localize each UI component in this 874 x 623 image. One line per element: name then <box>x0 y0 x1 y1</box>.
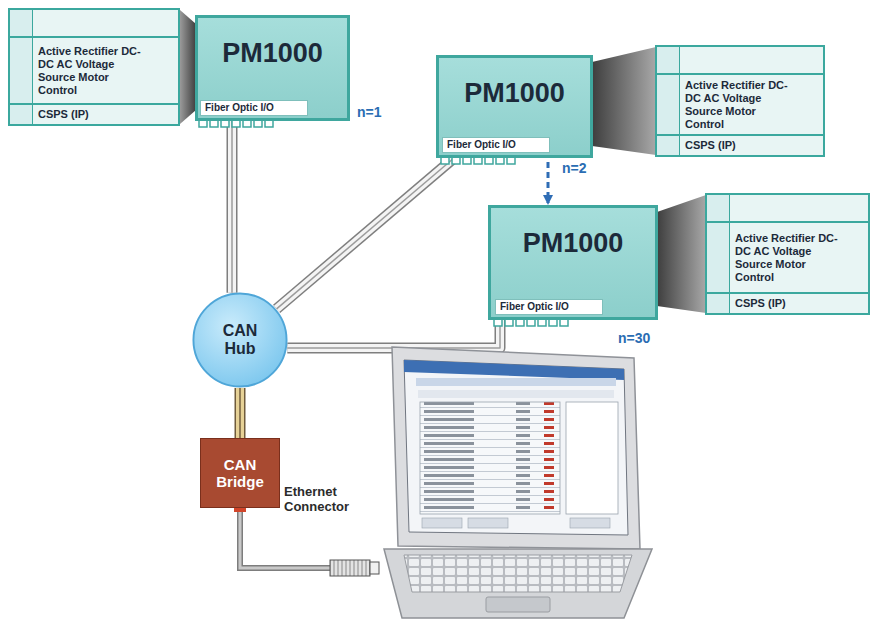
panel-row: CSPS (IP) <box>657 134 823 155</box>
module-name: PM1000 <box>491 208 655 259</box>
cable-stroke <box>236 388 244 438</box>
panel-text: CSPS (IP) <box>685 139 817 152</box>
cable-stroke <box>277 158 454 309</box>
node-label: CAN Hub <box>208 322 272 358</box>
laptop <box>384 347 652 618</box>
fiber-cable <box>287 320 500 348</box>
unit-index: n=1 <box>357 104 382 120</box>
panel-row: Active Rectifier DC-DC AC Voltage Source… <box>657 75 823 134</box>
fiber-io-label: Fiber Optic I/O <box>442 137 550 153</box>
fiber-cable <box>277 158 454 309</box>
panel-text: Active Rectifier DC-DC AC Voltage Source… <box>735 232 847 284</box>
panel-header-row <box>10 10 178 38</box>
panel-row: Active Rectifier DC-DC AC Voltage Source… <box>707 223 868 292</box>
cable-stroke <box>287 320 500 348</box>
function-panel: Active Rectifier DC-DC AC Voltage Source… <box>8 8 180 126</box>
cable-stroke <box>228 121 236 293</box>
dashed-arrow <box>548 162 549 203</box>
panel-row: CSPS (IP) <box>707 292 868 313</box>
connector-label: Ethernet Connector <box>284 484 362 514</box>
unit-index: n=2 <box>562 160 587 176</box>
ethernet-plug-tip <box>370 562 379 574</box>
pm1000-module: PM1000Fiber Optic I/O <box>195 15 350 121</box>
cable-stroke <box>287 320 500 348</box>
cable-stroke <box>235 388 246 438</box>
panel-header-row <box>657 47 823 75</box>
projection <box>657 195 706 313</box>
cable-stroke <box>227 121 238 293</box>
projection <box>592 47 656 155</box>
unit-index: n=30 <box>618 330 650 346</box>
io-label: Fiber Optic I/O <box>447 139 545 150</box>
panel-row: Active Rectifier DC-DC AC Voltage Source… <box>10 38 178 103</box>
node-label: CAN Bridge <box>201 456 279 490</box>
fiber-io-label: Fiber Optic I/O <box>495 299 603 315</box>
cable-stroke <box>547 162 550 203</box>
pm1000-module: PM1000Fiber Optic I/O <box>488 205 658 320</box>
panel-row: CSPS (IP) <box>10 103 178 124</box>
function-panel: Active Rectifier DC-DC AC Voltage Source… <box>655 45 825 157</box>
ethernet-cable <box>240 508 331 568</box>
fiber-io-label: Fiber Optic I/O <box>200 100 308 116</box>
module-name: PM1000 <box>198 18 347 69</box>
pm1000-module: PM1000Fiber Optic I/O <box>436 55 593 158</box>
projection <box>180 10 196 124</box>
cable-stroke <box>277 158 454 309</box>
panel-text: Active Rectifier DC-DC AC Voltage Source… <box>685 79 797 131</box>
panel-text: CSPS (IP) <box>735 297 862 310</box>
can-hub: CAN Hub <box>192 292 288 388</box>
can-cable <box>240 388 241 438</box>
fiber-cable <box>232 121 233 293</box>
cable-stroke <box>277 158 454 309</box>
cable-stroke <box>287 320 500 348</box>
function-panel: Active Rectifier DC-DC AC Voltage Source… <box>705 193 870 315</box>
ethernet-plug <box>330 560 370 576</box>
panel-header-row <box>707 195 868 223</box>
panel-text: CSPS (IP) <box>38 108 172 121</box>
cable-stroke <box>231 121 233 293</box>
module-name: PM1000 <box>439 58 590 109</box>
can-bridge: CAN Bridge <box>200 438 280 508</box>
ethernet-cable <box>240 508 331 568</box>
io-label: Fiber Optic I/O <box>205 102 303 113</box>
io-label: Fiber Optic I/O <box>500 301 598 312</box>
cable-stroke <box>239 388 241 438</box>
panel-text: Active Rectifier DC-DC AC Voltage Source… <box>38 45 150 97</box>
